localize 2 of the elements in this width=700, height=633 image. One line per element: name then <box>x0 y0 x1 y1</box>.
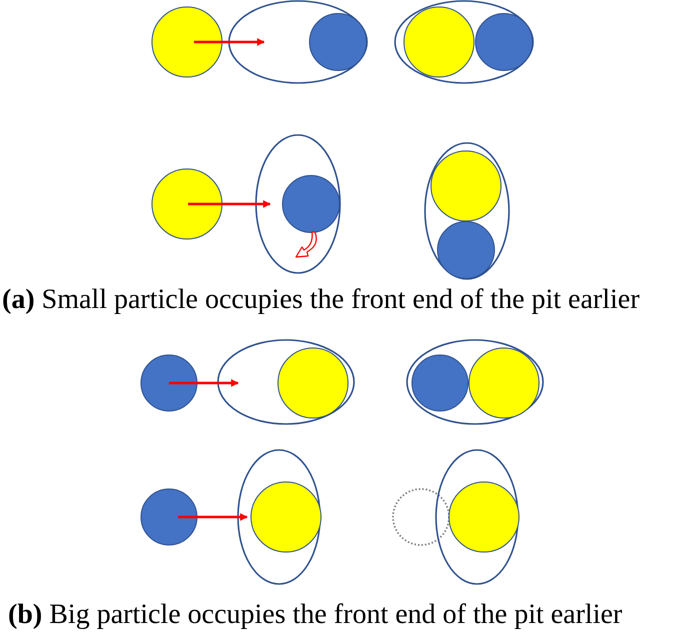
caption-text: (a) Small particle occupies the front end of the pit earlier <box>2 284 640 316</box>
caption-text: (b) Big particle occupies the front end of the pit earlier <box>8 599 622 631</box>
